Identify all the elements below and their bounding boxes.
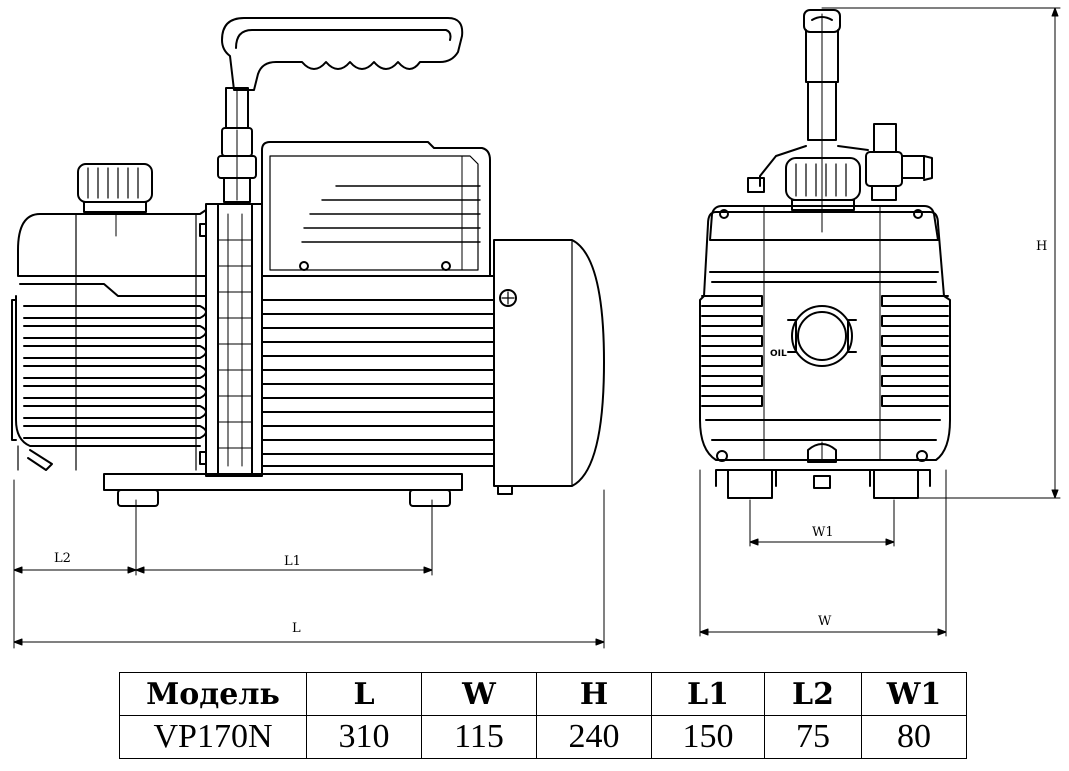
cell-h: 240	[536, 715, 652, 759]
header-h: H	[536, 672, 652, 716]
cell-l1: 150	[651, 715, 765, 759]
spec-table-row: VP170N 310 115 240 150 75 80	[119, 715, 967, 759]
dim-label-l2: L2	[54, 551, 71, 566]
cell-w1: 80	[861, 715, 967, 759]
cell-w: 115	[421, 715, 537, 759]
oil-label: OIL	[770, 349, 787, 359]
dim-label-l: L	[292, 621, 301, 636]
side-dimension-lines	[13, 479, 605, 649]
header-l: L	[306, 672, 422, 716]
dim-label-w1: W1	[812, 525, 834, 540]
dim-label-l1: L1	[284, 554, 301, 569]
header-l2: L2	[764, 672, 862, 716]
dim-label-h: H	[1036, 239, 1047, 254]
header-model: Модель	[119, 672, 307, 716]
technical-drawing: L2 L1 L W1 W H OIL	[11, 7, 1061, 649]
spec-table: Модель L W H L1 L2 W1 VP170N 310 115 240…	[119, 672, 967, 759]
spec-table-header-row: Модель L W H L1 L2 W1	[119, 672, 967, 716]
pump-side-view-icon	[11, 17, 605, 507]
cell-l2: 75	[764, 715, 862, 759]
cell-model: VP170N	[119, 715, 307, 759]
pump-front-view-icon	[699, 9, 951, 499]
front-dimension-lines	[699, 7, 1061, 637]
cell-l: 310	[306, 715, 422, 759]
header-w: W	[421, 672, 537, 716]
header-w1: W1	[861, 672, 967, 716]
header-l1: L1	[651, 672, 765, 716]
dim-label-w: W	[818, 614, 832, 629]
